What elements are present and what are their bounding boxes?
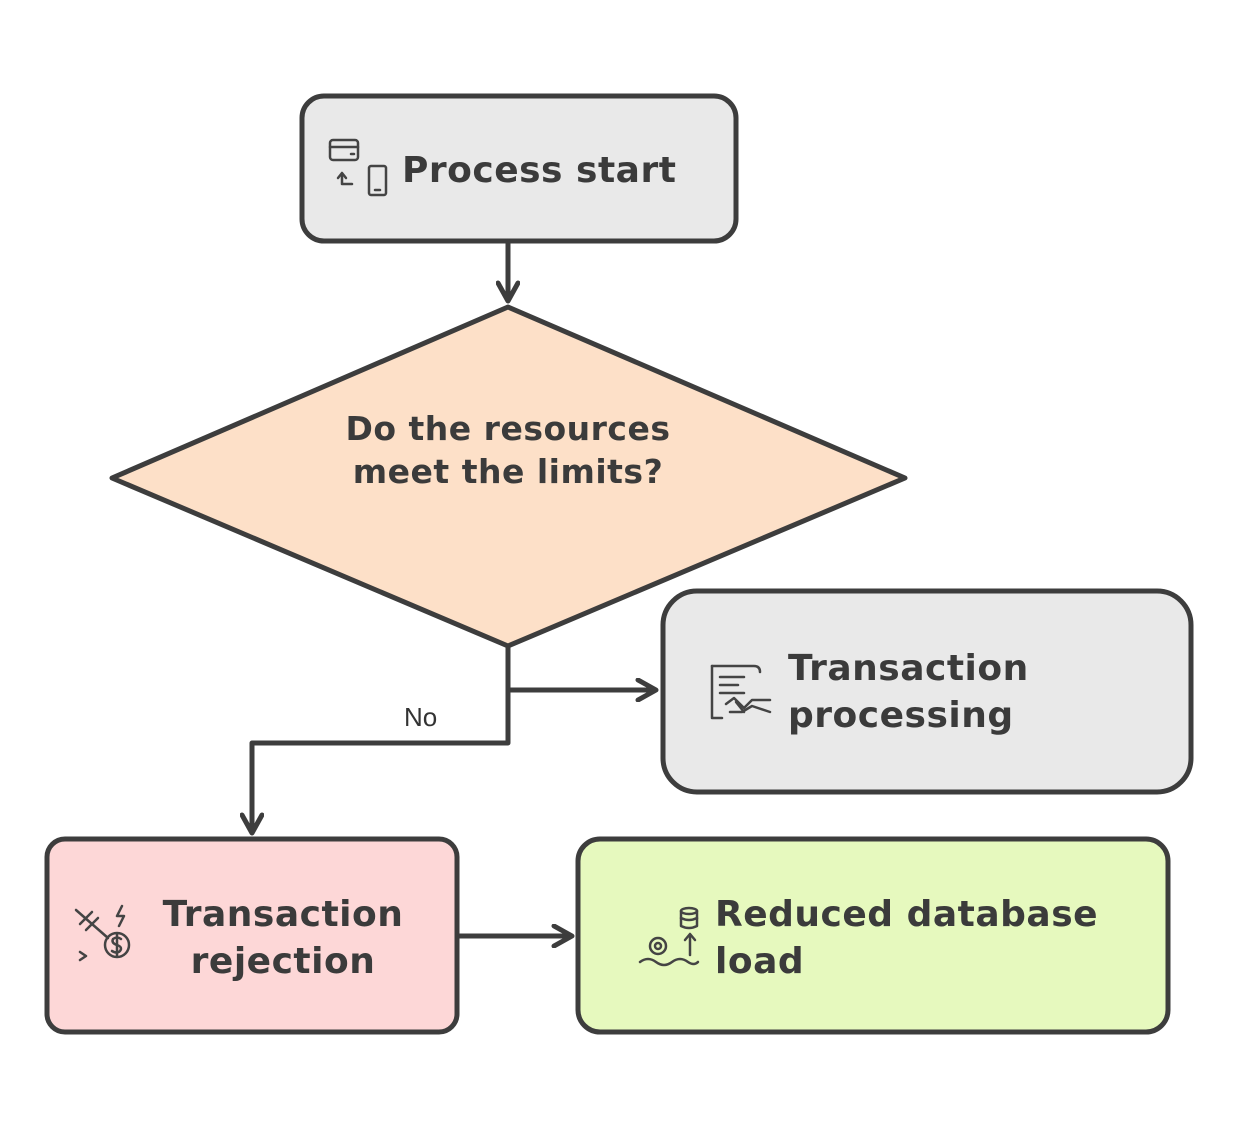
card-to-phone-icon [328,138,388,197]
reduced-database-load-node[interactable] [575,836,1171,1035]
reduced-database-load-label: Reduced database load [715,894,1099,982]
transaction-processing-label: Transaction processing [788,648,1029,736]
contract-handshake-icon [710,664,772,720]
process-start-label: Process start [402,150,677,191]
database-load-icon [638,906,700,967]
decision-label: Do the resources meet the limits? [345,409,671,491]
edge-no-label: No [404,702,438,732]
process-start-node[interactable] [299,93,739,244]
transaction-processing-node[interactable] [660,588,1194,795]
edge-decision-to-processing [505,643,655,690]
declined-payment-icon [74,904,131,962]
transaction-rejection-label: Transaction rejection [162,894,404,982]
edge-decision-to-rejection [252,687,511,832]
